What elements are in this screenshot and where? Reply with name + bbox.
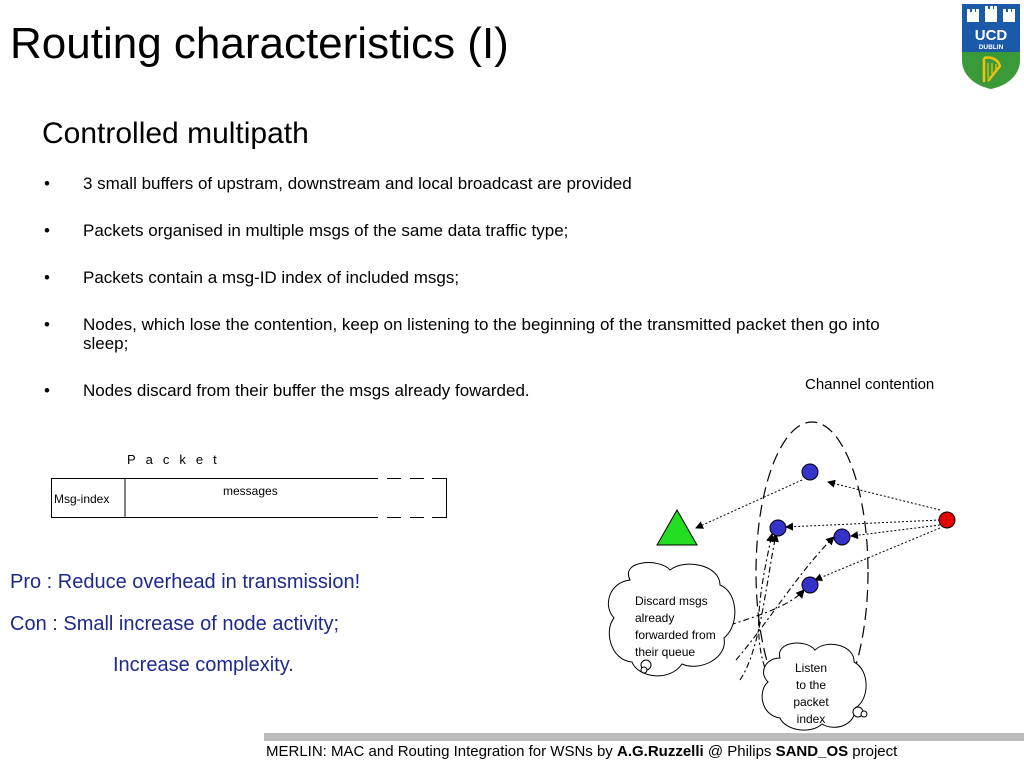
bullet-item: Nodes, which lose the contention, keep o… xyxy=(44,315,924,353)
discard-line-2: already xyxy=(635,611,674,625)
footer-project-name: SAND_OS xyxy=(775,743,849,760)
section-heading: Controlled multipath xyxy=(42,117,309,150)
messages-field: messages xyxy=(223,484,278,498)
listen-line-1: Listen xyxy=(795,661,827,675)
sensor-node xyxy=(833,528,851,546)
msg-index-field: Msg-index xyxy=(54,492,109,506)
discard-thought-bubble: Discard msgs already forwarded from thei… xyxy=(608,562,736,677)
bullet-item: Packets organised in multiple msgs of th… xyxy=(44,221,924,240)
footer-at: @ Philips xyxy=(703,743,776,760)
con-statement-2: Increase complexity. xyxy=(113,654,294,676)
sensor-node xyxy=(801,463,819,481)
bullet-item: 3 small buffers of upstram, downstream a… xyxy=(44,174,924,193)
footer-text: MERLIN: MAC and Routing Integration for … xyxy=(266,744,897,759)
slide-title: Routing characteristics (I) xyxy=(10,19,509,68)
sensor-node xyxy=(769,519,787,537)
packet-gap xyxy=(364,478,432,518)
footer-divider xyxy=(264,733,1024,741)
logo-text-ucd: UCD xyxy=(975,27,1008,44)
listen-line-2: to the xyxy=(796,678,826,692)
castle-icon xyxy=(967,6,1015,22)
pro-statement: Pro : Reduce overhead in transmission! xyxy=(10,571,361,593)
packet-label: Packet xyxy=(127,452,227,467)
discard-line-4: their queue xyxy=(635,645,695,659)
logo-shield-bottom xyxy=(962,52,1020,89)
channel-contention-label: Channel contention xyxy=(805,376,935,393)
logo-text-dublin: DUBLIN xyxy=(979,44,1004,51)
source-node xyxy=(938,511,956,529)
footer-author: A.G.Ruzzelli xyxy=(616,743,704,760)
footer-prefix: MERLIN: MAC and Routing Integration for … xyxy=(266,743,617,760)
listen-line-3: packet xyxy=(793,695,829,709)
bullet-item: Nodes discard from their buffer the msgs… xyxy=(44,381,924,400)
discard-line-1: Discard msgs xyxy=(635,594,708,608)
transmission-arrows xyxy=(695,479,941,582)
packet-structure-diagram: Msg-index messages xyxy=(51,478,447,518)
listening-paths xyxy=(729,532,835,681)
listen-line-4: index xyxy=(797,712,826,726)
discard-line-3: forwarded from xyxy=(635,628,716,642)
footer-suffix: project xyxy=(848,743,898,760)
sensor-node xyxy=(801,576,819,594)
bullet-list: 3 small buffers of upstram, downstream a… xyxy=(44,174,924,428)
harp-icon xyxy=(982,56,1002,82)
bullet-item: Packets contain a msg-ID index of includ… xyxy=(44,268,924,287)
con-statement: Con : Small increase of node activity; xyxy=(10,613,340,635)
ucd-logo: UCD DUBLIN xyxy=(962,4,1020,89)
listen-thought-bubble: Listen to the packet index xyxy=(761,642,868,731)
sink-node xyxy=(656,508,698,546)
channel-contention-diagram: Discard msgs already forwarded from thei… xyxy=(608,421,956,731)
